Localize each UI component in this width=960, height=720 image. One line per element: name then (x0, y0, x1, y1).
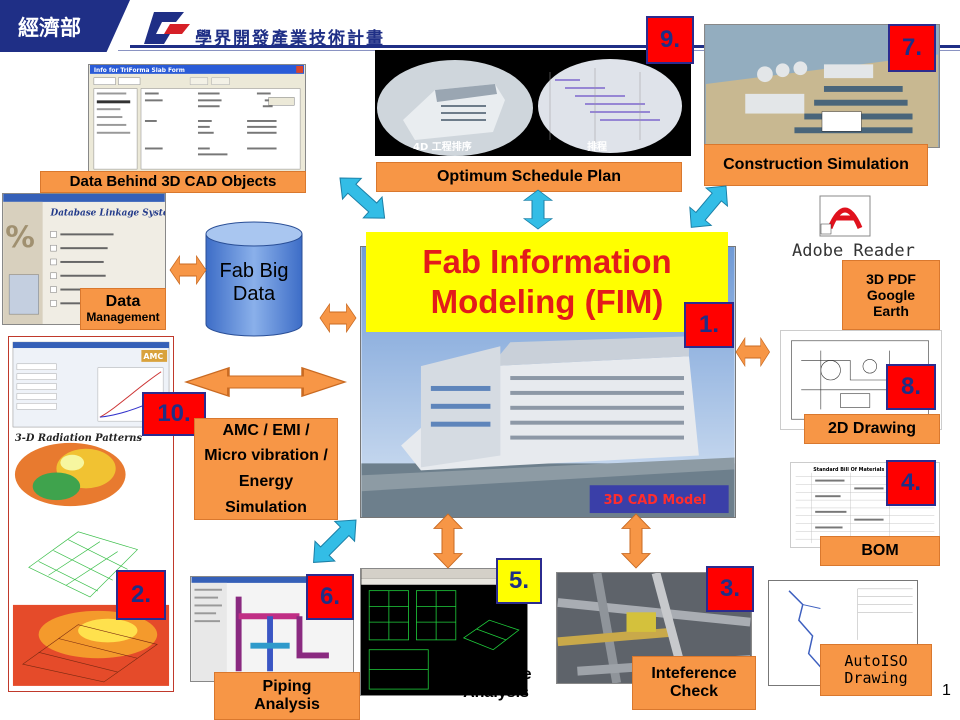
arrow-fim-to-interference (621, 513, 651, 569)
arrow-schedule-to-fim (523, 189, 553, 230)
construction-simulation-label: Construction Simulation (704, 144, 928, 186)
structure-line1: Structure (460, 665, 532, 683)
amc-line1: AMC / EMI / (222, 421, 310, 439)
drawing-2d-label: 2D Drawing (804, 414, 940, 444)
cad-panel-title: Info for TriForma Slab Form (94, 68, 185, 74)
amc-brand: AMC (143, 352, 163, 361)
model-caption: 3D CAD Model (604, 493, 707, 508)
db-panel-title: Database Linkage System (50, 209, 165, 219)
fab-big-data-line1: Fab Big (219, 260, 289, 282)
header-badge (0, 0, 130, 52)
schedule-4d-screenshot: 4D 工程排序 排程 (375, 50, 691, 156)
autoiso-label: AutoISO Drawing (820, 644, 932, 696)
piping-analysis-label: Piping Analysis (214, 672, 360, 720)
data-management-label: Data Management (80, 288, 166, 330)
radiation-patterns-label: 3-D Radiation Patterns (15, 433, 143, 444)
piping-line2: Analysis (254, 696, 320, 713)
amc-line4: Simulation (225, 498, 307, 516)
pdf-line2: Google (866, 286, 916, 303)
step-number-10: 10. (142, 392, 206, 436)
step-number-3: 3. (706, 566, 754, 612)
fab-big-data-line2: Data (232, 283, 276, 305)
step-number-9: 9. (646, 16, 694, 64)
fim-title-box: Fab Information Modeling (FIM) (366, 232, 728, 332)
svg-text:%: % (5, 220, 35, 254)
bom-label: BOM (820, 536, 940, 566)
pdf-google-earth-label: 3D PDF Google Earth (842, 260, 940, 330)
fab-big-data-cylinder (204, 220, 304, 340)
ministry-label: 經濟部 (18, 16, 81, 40)
step-number-6: 6. (306, 574, 354, 620)
data-management-line1: Data (105, 292, 141, 310)
amc-line2: Micro vibration / (204, 447, 328, 465)
autoiso-line2: Drawing (844, 669, 908, 687)
interference-check-label: Inteference Check (632, 656, 756, 710)
structure-line2: Analysis (463, 684, 529, 701)
data-management-line2: Management (86, 310, 160, 325)
amc-line3: Energy (238, 473, 294, 490)
pdf-line1: 3D PDF (866, 270, 916, 287)
step-number-4: 4. (886, 460, 936, 506)
autoiso-line1: AutoISO (844, 651, 908, 670)
header-divider (130, 45, 960, 48)
arrow-fim-to-structure (433, 513, 463, 569)
amc-simulation-panel: AMC 3-D Radiation Patterns (8, 336, 174, 692)
bom-panel-title: Standard Bill Of Materials (813, 467, 884, 473)
interference-line1: Inteference (651, 664, 737, 682)
adobe-reader-text: Adobe Reader (792, 241, 915, 261)
pdf-line3: Earth (873, 303, 909, 320)
ministry-logo-icon (140, 8, 192, 48)
fab-big-data-label: Fab Big Data (204, 260, 304, 306)
piping-line1: Piping (262, 677, 312, 695)
amc-emi-label: AMC / EMI / Micro vibration / Energy Sim… (194, 418, 338, 520)
piping-analysis-screenshot (190, 576, 354, 682)
schedule-gantt-caption: 排程 (587, 140, 607, 153)
cad-objects-label: Data Behind 3D CAD Objects (40, 171, 306, 193)
adobe-reader-logo: Adobe Reader (790, 194, 940, 266)
fim-title-line2: Modeling (FIM) (430, 283, 664, 320)
step-number-8: 8. (886, 364, 936, 410)
schedule-plan-label: Optimum Schedule Plan (376, 162, 682, 192)
interference-line2: Check (669, 683, 719, 700)
structure-analysis-label: Structure Analysis (452, 658, 540, 710)
arrow-data-mgmt-to-db (169, 255, 207, 285)
step-number-7: 7. (888, 24, 936, 72)
fim-title-line1: Fab Information (422, 243, 672, 281)
arrow-fim-to-2d (735, 337, 771, 367)
step-number-2: 2. (116, 570, 166, 620)
schedule-4d-caption: 4D 工程排序 (413, 140, 472, 153)
step-number-5: 5. (496, 558, 542, 604)
plan-title: 學界開發產業技術計畫 (195, 29, 385, 49)
cad-object-data-screenshot: Info for TriForma Slab Form (88, 64, 306, 176)
arrow-amc-to-fim (184, 366, 347, 398)
arrow-db-to-fim (319, 303, 357, 333)
step-number-1: 1. (684, 302, 734, 348)
page-number: 1 (942, 682, 951, 699)
